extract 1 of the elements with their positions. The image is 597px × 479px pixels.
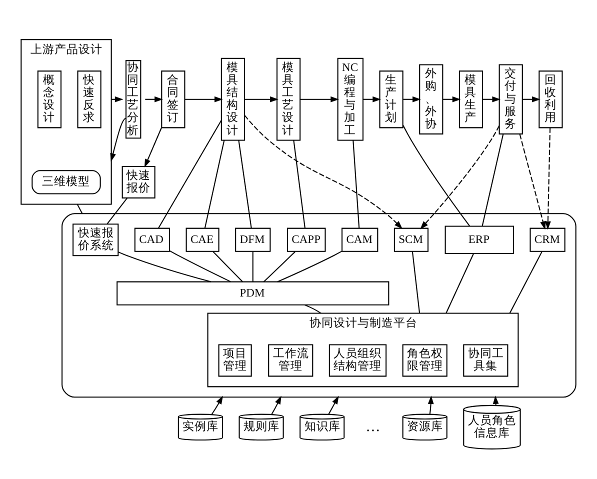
label: … [366,418,380,435]
